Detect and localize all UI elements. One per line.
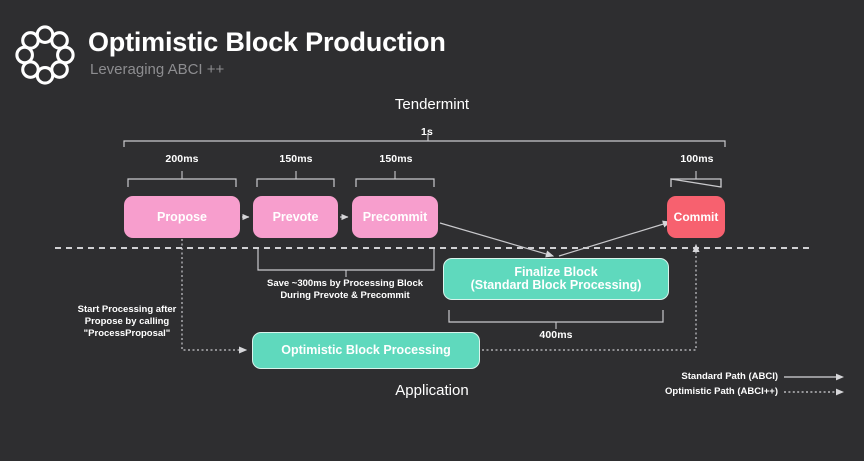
page-subtitle: Leveraging ABCI ++	[90, 61, 225, 78]
node-precommit[interactable]: Precommit	[352, 196, 438, 238]
legend: Standard Path (ABCI) Optimistic Path (AB…	[636, 369, 846, 399]
annotation-save-line2: During Prevote & Precommit	[280, 290, 410, 301]
timing-finalize-label: 400ms	[539, 329, 573, 341]
node-prevote[interactable]: Prevote	[253, 196, 338, 238]
node-commit[interactable]: Commit	[667, 196, 725, 238]
timing-precommit-label: 150ms	[379, 153, 413, 165]
node-propose[interactable]: Propose	[124, 196, 240, 238]
tendermint-section-label: Tendermint	[394, 96, 470, 113]
annotation-save-300ms: Save ~300ms by Processing Block During P…	[267, 278, 423, 302]
timing-prevote-label: 150ms	[279, 153, 313, 165]
header: Optimistic Block Production Leveraging A…	[0, 0, 864, 95]
timing-commit-label: 100ms	[680, 153, 714, 165]
solid-arrow-icon	[784, 373, 844, 380]
annotation-start-processing: Start Processing after Propose by callin…	[78, 304, 177, 340]
annotation-start-line1: Start Processing after	[77, 304, 177, 315]
node-finalize-block[interactable]: Finalize Block (Standard Block Processin…	[443, 258, 669, 300]
node-finalize-line2: (Standard Block Processing)	[470, 278, 642, 292]
application-section-label: Application	[395, 382, 469, 399]
node-finalize-line1: Finalize Block	[514, 265, 598, 279]
timing-propose-label: 200ms	[165, 153, 199, 165]
interlocking-ring-logo-icon	[15, 25, 75, 85]
annotation-start-line3: "ProcessProposal"	[83, 328, 171, 339]
dotted-arrow-icon	[784, 388, 844, 395]
annotation-start-line2: Propose by calling	[84, 316, 170, 327]
legend-label-standard: Standard Path (ABCI)	[681, 371, 778, 382]
node-optimistic-block-processing[interactable]: Optimistic Block Processing	[252, 332, 480, 369]
legend-item-standard: Standard Path (ABCI)	[636, 369, 846, 384]
legend-item-optimistic: Optimistic Path (ABCI++)	[636, 384, 846, 399]
legend-label-optimistic: Optimistic Path (ABCI++)	[665, 386, 778, 397]
page-title: Optimistic Block Production	[88, 27, 446, 57]
timing-total-label: 1s	[421, 126, 433, 138]
annotation-save-line1: Save ~300ms by Processing Block	[266, 278, 424, 289]
